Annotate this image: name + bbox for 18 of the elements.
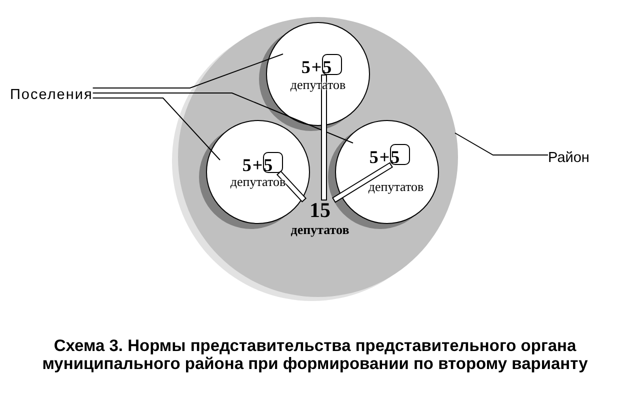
deputy-label: депутатов (230, 175, 286, 188)
double-line-connector (276, 170, 307, 202)
callout-label: Район (548, 149, 590, 167)
total-deputy-label: депутатов (290, 223, 350, 236)
leader-line (454, 132, 548, 156)
leader-line (92, 54, 284, 88)
double-line-connector (321, 74, 327, 200)
caption: Схема 3. Нормы представительства представительного органа муниципального района при формировании по второму варианту (41, 337, 589, 373)
inner-circle (328, 120, 439, 229)
inner-circle (259, 22, 370, 131)
total-deputy-count: 15 (310, 200, 330, 221)
outer-circle (172, 17, 458, 301)
leader-line (92, 92, 354, 144)
callout-label: Поселения (10, 86, 93, 104)
inner-circle (199, 120, 310, 229)
leader-line (92, 98, 220, 160)
double-line-connector (332, 162, 393, 203)
deputy-label: депутатов (368, 180, 424, 193)
